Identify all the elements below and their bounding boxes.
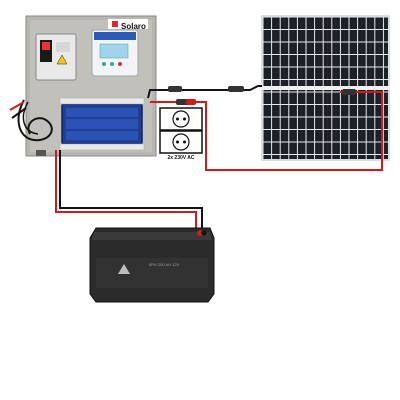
outlet-label: 2x 230V AC [167,155,195,161]
brand-logo-icon [112,21,118,27]
negative-terminal [201,230,207,236]
cable-clamp [36,150,46,156]
inverter [59,97,145,151]
mc4-connector [342,89,356,95]
breaker-box [35,33,77,81]
warning-icon [56,54,68,65]
breaker-lever [42,42,50,50]
battery-label: 6FM 200 AH 12V [148,262,180,267]
charge-controller [91,29,139,77]
brand-badge [108,19,148,29]
ac-outlets [159,107,203,154]
inverter-bracket [59,97,145,105]
battery-label-panel [96,258,208,288]
pv-wiring [147,85,383,171]
battery [89,227,215,303]
triangle-logo-icon [118,264,130,274]
solar-panel [261,15,390,161]
controller-led [102,62,106,66]
panel-midline [261,86,390,90]
brand-name: Solaro [121,22,146,31]
mc4-connector [228,86,244,92]
positive-terminal [197,230,203,236]
battery-wiring [55,150,203,230]
mc4-connector [168,86,182,92]
controller-display [99,43,129,59]
mc4-connector [186,99,196,105]
load-cables [9,99,53,156]
